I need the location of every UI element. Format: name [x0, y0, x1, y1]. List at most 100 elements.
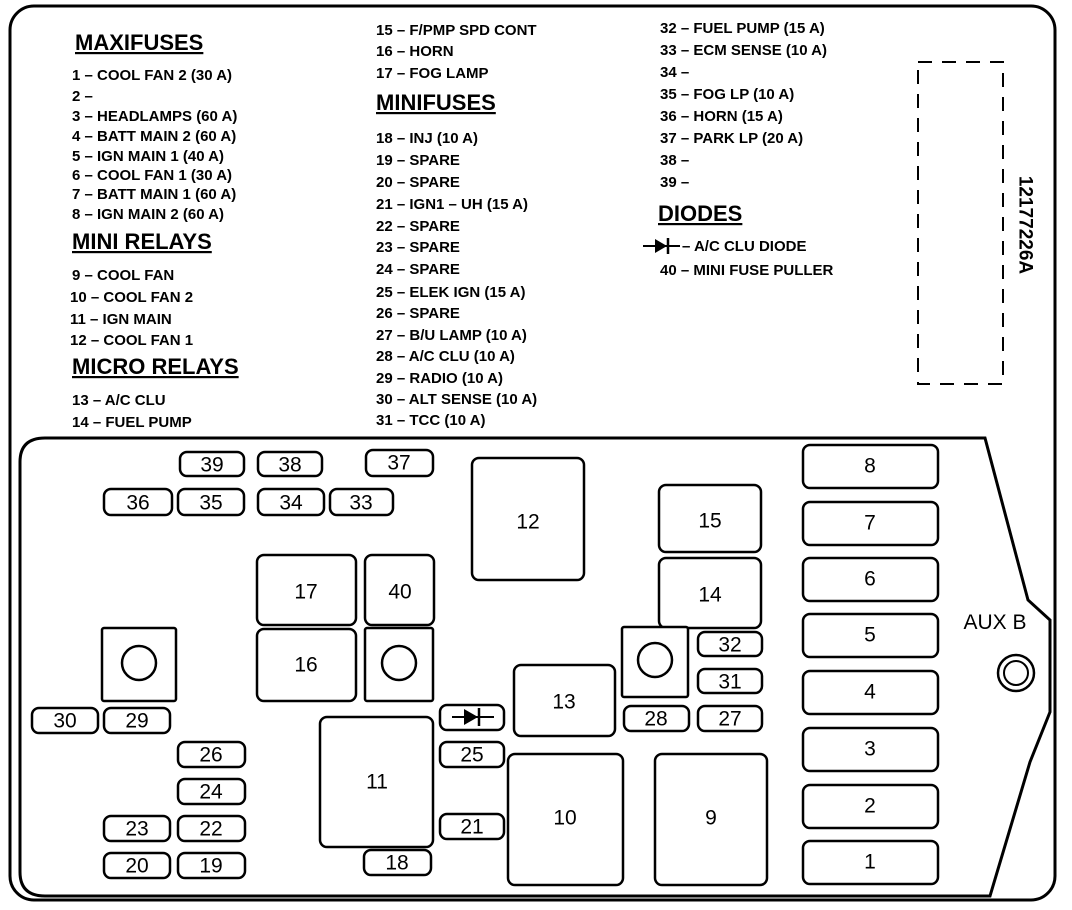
legend-item: 27 – B/U LAMP (10 A) — [376, 327, 527, 344]
minifuse-38: 38 — [256, 450, 324, 478]
legend-item: 35 – FOG LP (10 A) — [660, 86, 794, 103]
relay-11: 11 — [318, 715, 435, 849]
part-number: 12177226A — [1015, 176, 1036, 275]
legend-item: 14 – FUEL PUMP — [72, 414, 192, 431]
maxifuse-4: 4 — [801, 669, 940, 716]
relay-9: 9 — [653, 752, 769, 887]
relay-label: 12 — [516, 511, 539, 534]
legend-item: 34 – — [660, 64, 689, 81]
legend-item: 13 – A/C CLU — [72, 392, 166, 409]
minifuse-30: 30 — [30, 706, 100, 735]
legend-item: 31 – TCC (10 A) — [376, 412, 485, 429]
relay-17: 17 — [255, 553, 358, 627]
legend-item: 20 – SPARE — [376, 174, 460, 191]
minifuse-34: 34 — [256, 487, 326, 517]
relay-12: 12 — [470, 456, 586, 582]
minifuse-32: 32 — [696, 630, 764, 658]
fuse-label: 27 — [718, 708, 741, 731]
legend-item: 9 – COOL FAN — [72, 267, 174, 284]
legend-item: 22 – SPARE — [376, 218, 460, 235]
fuse-label: 30 — [53, 710, 76, 733]
relay-label: 14 — [698, 584, 722, 607]
fuse-label: 25 — [460, 744, 483, 767]
fuse-label: 29 — [125, 710, 148, 733]
maxifuse-label: 6 — [864, 568, 876, 591]
fuse-block-outline — [18, 436, 1052, 898]
minifuse-27: 27 — [696, 704, 764, 733]
legend-item: 29 – RADIO (10 A) — [376, 370, 503, 387]
minifuse-31: 31 — [696, 667, 764, 695]
legend-item: – A/C CLU DIODE — [682, 238, 806, 255]
relay-label: 9 — [705, 807, 717, 830]
legend-item: 3 – HEADLAMPS (60 A) — [72, 108, 237, 125]
minifuse-33: 33 — [328, 487, 395, 517]
minifuse-22: 22 — [176, 814, 247, 843]
legend-item: 6 – COOL FAN 1 (30 A) — [72, 167, 232, 184]
fuse-label: 39 — [200, 454, 223, 477]
legend-item: 26 – SPARE — [376, 305, 460, 322]
fuse-label: 36 — [126, 492, 149, 515]
legend-item: 24 – SPARE — [376, 261, 460, 278]
fuse-label: 26 — [199, 744, 222, 767]
legend-item: 38 – — [660, 152, 689, 169]
fuse-label: 24 — [199, 781, 223, 804]
relay-label: 11 — [366, 771, 388, 794]
maxifuse-label: 3 — [864, 738, 876, 761]
legend-item: 21 – IGN1 – UH (15 A) — [376, 196, 528, 213]
legend-item: 15 – F/PMP SPD CONT — [376, 22, 537, 39]
relay-label: 17 — [294, 581, 317, 604]
minifuse-29: 29 — [102, 706, 172, 735]
fuse-label: 32 — [718, 634, 741, 657]
minifuse-25: 25 — [438, 740, 506, 769]
legend-item: 10 – COOL FAN 2 — [70, 289, 193, 306]
maxifuse-3: 3 — [801, 726, 940, 773]
relay-14: 14 — [657, 556, 763, 630]
maxifuse-6: 6 — [801, 556, 940, 603]
minifuse-26: 26 — [176, 740, 247, 769]
minifuse-36: 36 — [102, 487, 174, 517]
relay-label: 15 — [698, 510, 721, 533]
fuse-label: 33 — [349, 492, 372, 515]
minifuse-39: 39 — [178, 450, 246, 478]
minifuse-18: 18 — [362, 848, 433, 877]
maxifuse-label: 2 — [864, 795, 876, 818]
fuse-label: 35 — [199, 492, 222, 515]
legend-item: 37 – PARK LP (20 A) — [660, 130, 803, 147]
legend-item: 17 – FOG LAMP — [376, 65, 489, 82]
minifuse-24: 24 — [176, 777, 247, 806]
aux-stud-inner — [1003, 660, 1029, 686]
maxifuse-1: 1 — [801, 839, 940, 886]
fuse-puller-40: 40 — [363, 553, 436, 627]
legend-item: 4 – BATT MAIN 2 (60 A) — [72, 128, 236, 145]
fuse-label: 20 — [125, 855, 148, 878]
cover-outline — [8, 4, 1057, 902]
relay-16: 16 — [255, 627, 358, 703]
legend-item: 16 – HORN — [376, 43, 454, 60]
mounting-stud-icon — [100, 626, 178, 703]
diode-icon — [452, 708, 494, 726]
relay-13: 13 — [512, 663, 617, 738]
mounting-stud-icon — [363, 626, 435, 703]
fuse-label: 37 — [387, 452, 410, 475]
minifuse-37: 37 — [364, 448, 435, 478]
minifuses-header: MINIFUSES — [376, 90, 496, 115]
maxifuse-label: 1 — [864, 851, 876, 874]
minifuse-19: 19 — [176, 851, 247, 880]
puller-label: 40 — [388, 581, 411, 604]
maxifuses-header: MAXIFUSES — [75, 30, 203, 55]
legend-item: 33 – ECM SENSE (10 A) — [660, 42, 827, 59]
fuse-label: 23 — [125, 818, 148, 841]
maxifuse-8: 8 — [801, 443, 940, 490]
legend-item: 39 – — [660, 174, 689, 191]
mini-relays-header: MINI RELAYS — [72, 229, 212, 254]
fuse-label: 18 — [385, 852, 408, 875]
relay-label: 13 — [552, 691, 575, 714]
fuse-label: 38 — [278, 454, 301, 477]
relay-label: 10 — [553, 807, 576, 830]
legend-item: 40 – MINI FUSE PULLER — [660, 262, 834, 279]
legend-item: 19 – SPARE — [376, 152, 460, 169]
mounting-stud-icon — [620, 625, 690, 699]
diodes-header: DIODES — [658, 201, 742, 226]
micro-relays-header: MICRO RELAYS — [72, 354, 239, 379]
